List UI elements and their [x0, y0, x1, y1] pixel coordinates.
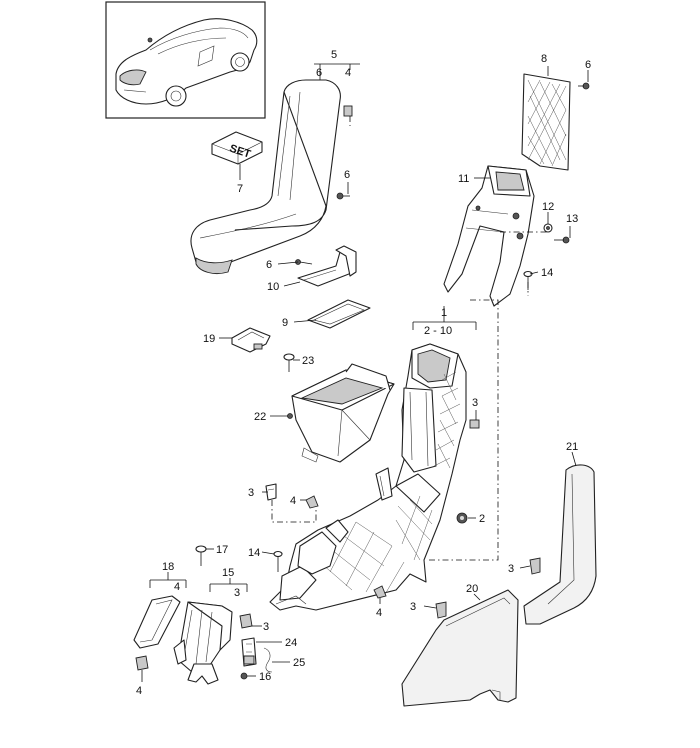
callout-3-lower: 3 [263, 621, 269, 633]
callout-3-panel21: 3 [508, 563, 514, 575]
callout-6-lid: 6 [316, 67, 322, 79]
clip-3-left [265, 483, 277, 501]
callout-16: 16 [259, 671, 271, 683]
callout-13: 13 [566, 213, 578, 225]
clip-4-mid [305, 495, 319, 509]
clip-4 [343, 105, 353, 117]
screw-14b [273, 550, 283, 572]
callout-14-lower: 14 [248, 547, 260, 559]
reference-lines [271, 116, 548, 561]
screw-6a [336, 192, 350, 200]
callout-12: 12 [542, 201, 554, 213]
callout-15: 15 [222, 567, 234, 579]
callout-23: 23 [302, 355, 314, 367]
clip-4-bottom [373, 585, 387, 599]
side-panel-21 [523, 464, 597, 625]
clip-3-panel21 [529, 557, 541, 575]
vehicle-thumbnail [105, 1, 266, 119]
callout-24: 24 [285, 637, 297, 649]
clip-3-lower [239, 613, 253, 629]
clip-3-console [469, 419, 480, 429]
callout-11: 11 [458, 173, 469, 185]
nut-12 [543, 223, 553, 233]
screw-17 [195, 545, 207, 566]
screw-16 [240, 672, 256, 680]
cover-18 [133, 595, 181, 649]
callout-6-lid-screw: 6 [344, 169, 350, 181]
callout-18: 18 [162, 561, 174, 573]
callout-4-mid: 4 [290, 495, 296, 507]
storage-tray [287, 363, 395, 463]
backrest-panel [521, 73, 590, 171]
cover-19 [231, 327, 271, 353]
callout-10: 10 [267, 281, 279, 293]
lower-bracket [173, 601, 233, 685]
leader-lines [141, 66, 589, 682]
bracket-11 [443, 165, 535, 307]
callout-4-cover: 4 [174, 581, 180, 593]
screw-13 [554, 236, 570, 244]
armrest-lid [190, 79, 341, 275]
grommet-2 [456, 512, 468, 524]
mat [307, 299, 371, 329]
set-kit: SET [211, 131, 263, 180]
callout-6-hinge: 6 [266, 259, 272, 271]
callout-5: 5 [331, 49, 337, 61]
clip-3-panel20 [435, 601, 447, 619]
callout-2: 2 [479, 513, 485, 525]
callout-4-lid: 4 [345, 67, 351, 79]
callout-4-clip: 4 [136, 685, 142, 697]
callout-20: 20 [466, 583, 478, 595]
callout-8: 8 [541, 53, 547, 65]
callout-1: 1 [441, 307, 447, 319]
callout-17: 17 [216, 544, 228, 556]
callout-22: 22 [254, 411, 266, 423]
callout-19: 19 [203, 333, 215, 345]
clip-4-cover [135, 655, 149, 671]
callout-14-upper: 14 [541, 267, 553, 279]
callout-3-left: 3 [248, 487, 254, 499]
callout-3-console: 3 [472, 397, 478, 409]
callout-9: 9 [282, 317, 288, 329]
callout-7: 7 [237, 183, 243, 195]
spring-25 [263, 647, 273, 673]
callouts: 5 6 4 7 6 6 10 9 19 23 22 1 2 - 10 3 2 3… [136, 49, 591, 697]
callout-6-panel: 6 [585, 59, 591, 71]
latch-24 [241, 637, 257, 667]
center-console [269, 343, 467, 611]
side-panel-20 [401, 589, 519, 707]
callout-4-bottom: 4 [376, 607, 382, 619]
callout-25: 25 [293, 657, 305, 669]
callout-3-panel20: 3 [410, 601, 416, 613]
callout-3-bracket: 3 [234, 587, 240, 599]
screw-23 [283, 353, 295, 372]
hinge-bracket [295, 245, 357, 287]
callout-21: 21 [566, 441, 578, 453]
callout-2-10: 2 - 10 [424, 325, 452, 337]
